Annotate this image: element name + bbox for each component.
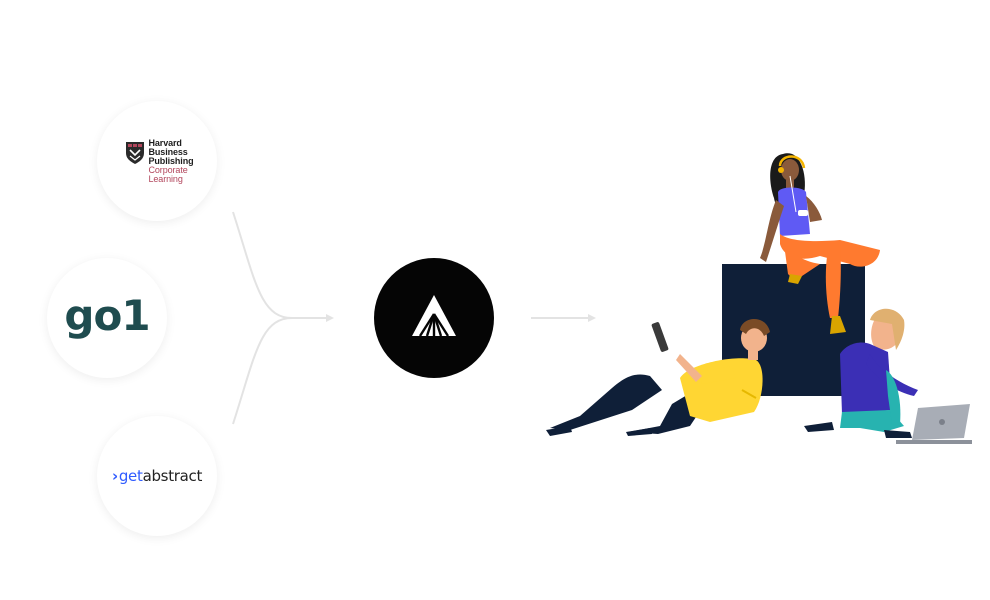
pyramid-logo-icon bbox=[412, 295, 456, 337]
getabstract-chevron: › bbox=[111, 467, 118, 485]
go1-logo: go1 bbox=[64, 290, 150, 340]
harvard-logo: Harvard Business Publishing Corporate Le… bbox=[125, 137, 194, 184]
getabstract-logo: › get abstract bbox=[112, 467, 202, 485]
partner-go1: go1 bbox=[47, 258, 167, 378]
connector-getabstract bbox=[232, 317, 293, 425]
partner-harvard-business-publishing: Harvard Business Publishing Corporate Le… bbox=[97, 101, 217, 221]
partner-getabstract: › get abstract bbox=[97, 416, 217, 536]
getabstract-get: get bbox=[118, 467, 143, 485]
learners-illustration bbox=[546, 153, 972, 444]
harvard-name-line: Harvard bbox=[148, 137, 182, 148]
connector-harvard bbox=[232, 211, 293, 319]
getabstract-abstract: abstract bbox=[142, 467, 203, 485]
arrow-right-icon bbox=[588, 314, 596, 322]
woman-with-laptop bbox=[804, 308, 972, 444]
arrow-right-icon bbox=[326, 314, 334, 322]
harvard-sub-line: Corporate bbox=[148, 164, 188, 175]
harvard-name-line: Business bbox=[148, 146, 188, 157]
harvard-name-line: Publishing bbox=[148, 155, 194, 166]
harvard-shield-icon bbox=[125, 141, 144, 164]
man-reading-tablet bbox=[546, 319, 770, 436]
harvard-sub-line: Learning bbox=[148, 173, 183, 184]
hub-logo bbox=[374, 258, 494, 378]
woman-with-headphones bbox=[760, 153, 880, 334]
